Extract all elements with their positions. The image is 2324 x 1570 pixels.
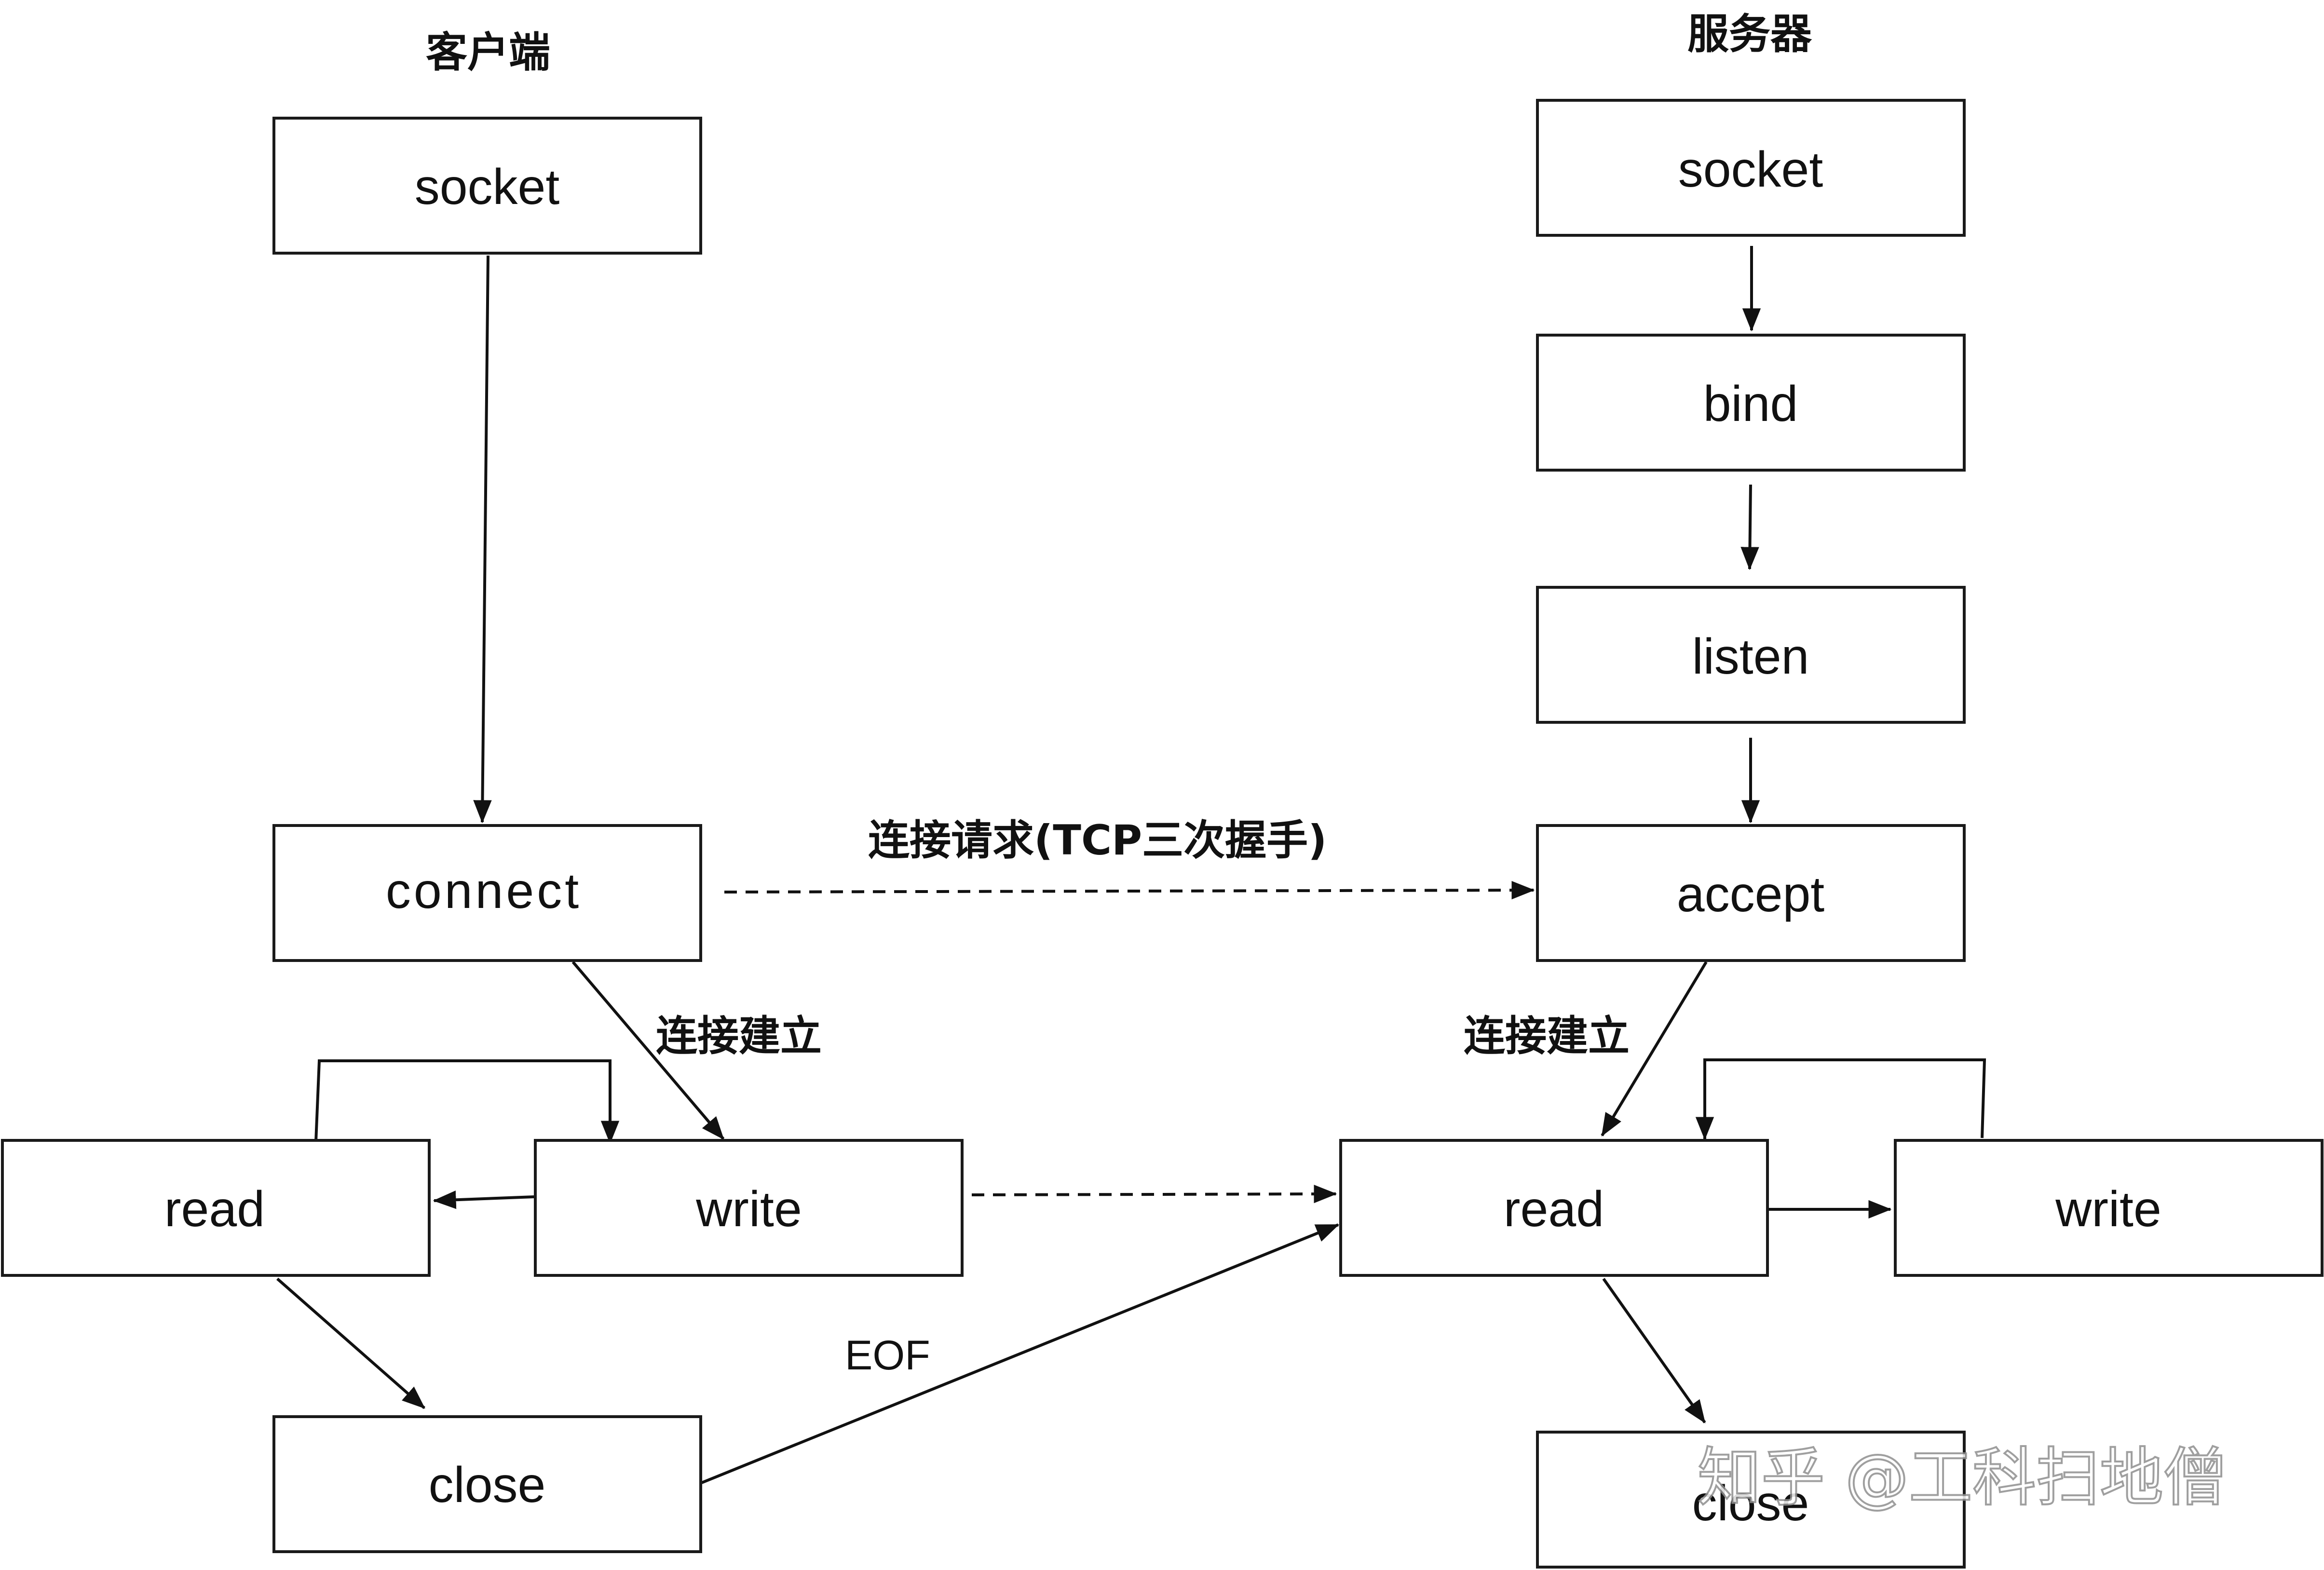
edge-client-write-to-read xyxy=(433,1191,535,1209)
client-connect-label: connect xyxy=(386,863,582,919)
server-socket-box: socket xyxy=(1536,99,1966,237)
server-socket-label: socket xyxy=(1678,142,1823,198)
client-socket-label: socket xyxy=(415,159,560,215)
connection-request-label: 连接请求(TCP三次握手) xyxy=(868,816,1327,865)
edge-client-write-to-server-read-dashed xyxy=(971,1184,1337,1204)
client-read-box: read xyxy=(1,1139,431,1277)
eof-label: EOF xyxy=(845,1332,930,1379)
server-header: 服务器 xyxy=(1687,10,1812,58)
client-write-label: write xyxy=(695,1181,802,1237)
server-write-box: write xyxy=(1894,1139,2324,1277)
server-close-box: close xyxy=(1536,1431,1966,1569)
edge-server-read-to-close xyxy=(1602,1278,1706,1423)
server-bind-box: bind xyxy=(1536,334,1966,472)
server-write-label: write xyxy=(2055,1181,2161,1237)
server-established-label: 连接建立 xyxy=(1464,1012,1630,1060)
edge-client-read-loop-to-write xyxy=(314,1059,620,1144)
server-bind-label: bind xyxy=(1703,376,1798,432)
client-connect-box: connect xyxy=(272,824,702,962)
server-listen-box: listen xyxy=(1536,586,1966,724)
watermark-text: 知乎 @工科扫地僧 xyxy=(1698,1441,2227,1515)
server-close-label: close xyxy=(1692,1475,1809,1531)
client-read-label: read xyxy=(164,1181,265,1237)
edge-client-read-to-close xyxy=(276,1277,425,1409)
edge-server-write-loop-to-read xyxy=(1695,1058,1986,1140)
edge-client-socket-to-connect xyxy=(473,255,492,824)
server-listen-label: listen xyxy=(1692,629,1809,685)
edge-accept-to-server-read xyxy=(1601,961,1708,1137)
edge-bind-to-listen xyxy=(1740,484,1759,570)
client-header: 客户端 xyxy=(426,28,550,77)
server-read-box: read xyxy=(1339,1139,1769,1277)
server-accept-label: accept xyxy=(1677,866,1825,922)
client-close-label: close xyxy=(429,1457,546,1513)
server-read-label: read xyxy=(1504,1181,1604,1237)
client-close-box: close xyxy=(272,1415,702,1553)
server-accept-box: accept xyxy=(1536,824,1966,962)
client-write-box: write xyxy=(534,1139,964,1277)
edge-client-close-to-server-read xyxy=(701,1223,1340,1484)
edge-connect-to-accept-dashed xyxy=(724,880,1535,900)
edge-connect-to-client-write xyxy=(571,961,725,1140)
client-socket-box: socket xyxy=(272,117,702,255)
client-established-label: 连接建立 xyxy=(656,1012,822,1060)
